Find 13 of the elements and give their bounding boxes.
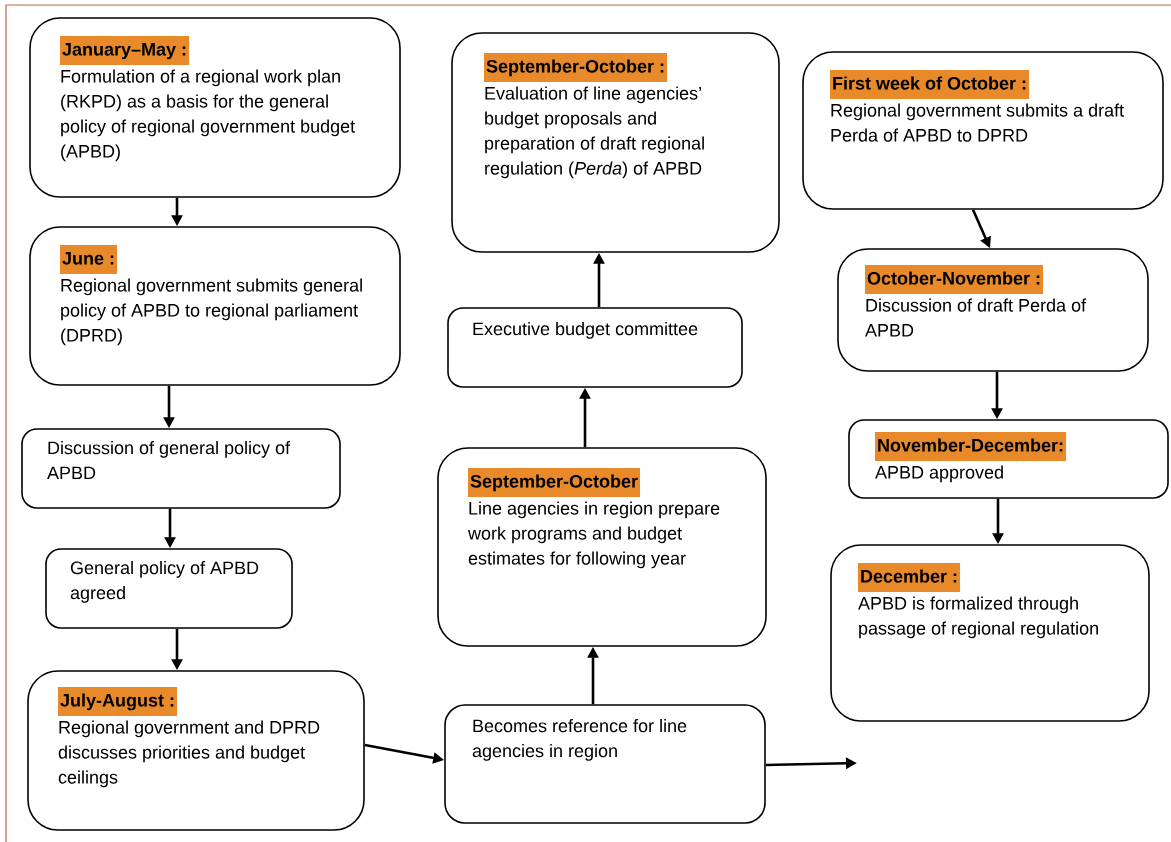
process-box: Discussion of general policy of APBD: [21, 428, 341, 509]
step-box: December : APBD is formalized through passage of regional regulation: [830, 544, 1150, 722]
step-box: October-November : Discussion of draft Perda of APBD: [837, 248, 1149, 372]
step-box: September-October Line agencies in region prepare work programs and budget estimates for following year: [437, 447, 767, 647]
process-box: Executive budget committee: [447, 307, 743, 388]
process-box: General policy of APBD agreed: [45, 548, 293, 629]
step-box: June : Regional government submits general policy of APBD to regional parliament (DPRD): [29, 226, 401, 386]
step-box: July-August : Regional government and DPRD discusses priorities and budget ceilings: [27, 670, 365, 831]
step-box: November-December: APBD approved: [848, 419, 1169, 499]
step-box: January–May : Formulation of a regional work plan (RKPD) as a basis for the general policy of regional government budget (APBD): [29, 17, 401, 198]
step-box: September-October : Evaluation of line agencies’ budget proposals and preparation of draft regional regulation (Perda) of APBD: [451, 32, 780, 253]
process-box: Becomes reference for line agencies in region: [444, 704, 766, 824]
step-box: First week of October : Regional government submits a draft Perda of APBD to DPRD: [802, 51, 1164, 210]
